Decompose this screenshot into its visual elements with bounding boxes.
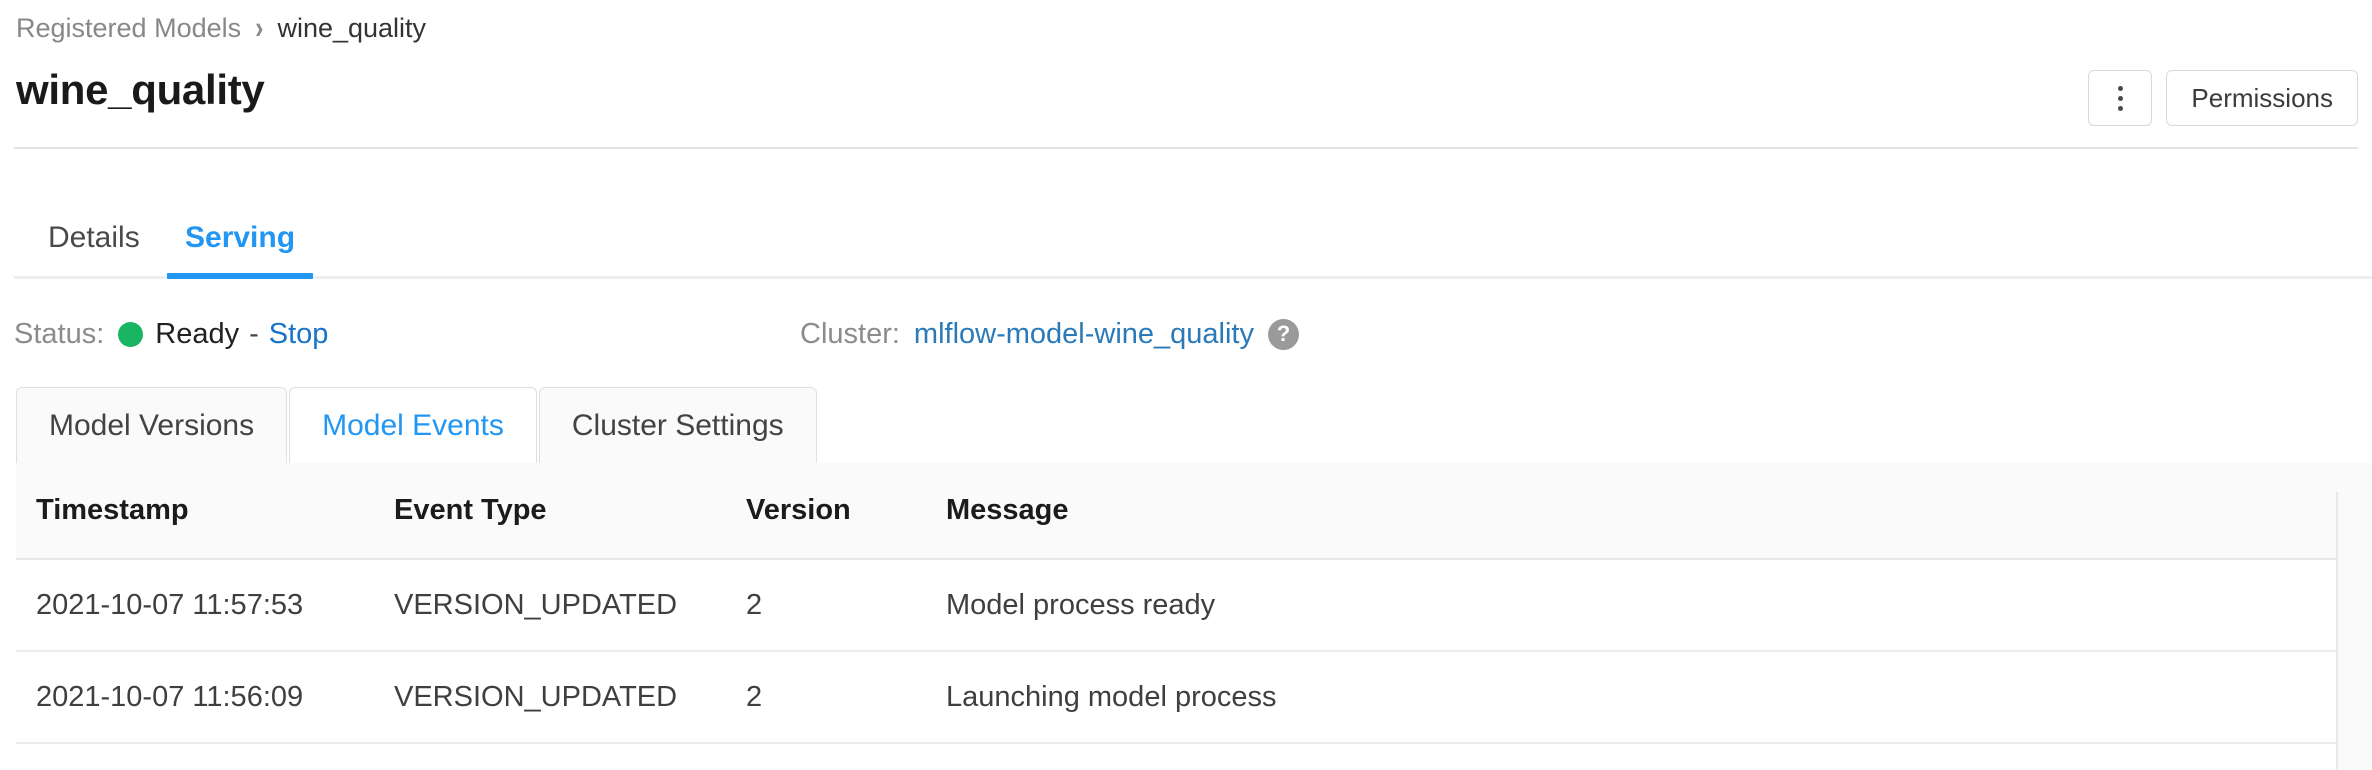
status-label: Status: bbox=[14, 317, 105, 350]
column-header-spacer bbox=[2052, 463, 2372, 560]
subtab-cluster-settings[interactable]: Cluster Settings bbox=[538, 387, 817, 463]
primary-tabs: Details Serving bbox=[0, 196, 2372, 280]
permissions-button[interactable]: Permissions bbox=[2166, 70, 2358, 126]
cell-spacer bbox=[2052, 651, 2372, 744]
column-header-event-type-label: Event Type bbox=[394, 494, 547, 526]
table-header: Timestamp Event Type Version Message bbox=[16, 463, 2372, 560]
stop-link[interactable]: Stop bbox=[268, 317, 329, 350]
subtab-model-versions[interactable]: Model Versions bbox=[16, 387, 288, 463]
cell-event-type: VERSION_UPDATED bbox=[374, 559, 726, 652]
cell-message: Model process ready bbox=[926, 559, 2052, 652]
column-header-event-type[interactable]: Event Type bbox=[374, 463, 726, 560]
tabs-rule bbox=[14, 276, 2372, 279]
subtab-cluster-settings-label: Cluster Settings bbox=[571, 408, 784, 442]
cell-timestamp: 2021-10-07 11:57:53 bbox=[16, 559, 374, 652]
column-header-message[interactable]: Message bbox=[926, 463, 2052, 560]
cell-event-type: VERSION_UPDATED bbox=[374, 651, 726, 744]
status-separator: - bbox=[249, 317, 259, 350]
tab-details-label: Details bbox=[48, 220, 140, 254]
status-block: Status: Ready - Stop bbox=[14, 312, 328, 356]
column-header-version[interactable]: Version bbox=[726, 463, 926, 560]
title-row: wine_quality Permissions bbox=[0, 58, 2372, 136]
tab-active-underline bbox=[167, 273, 314, 279]
table-row[interactable]: 2021-10-07 11:56:09 VERSION_UPDATED 2 La… bbox=[16, 651, 2372, 744]
tab-serving[interactable]: Serving bbox=[167, 196, 314, 279]
column-header-message-label: Message bbox=[946, 494, 1069, 526]
subtab-model-events-label: Model Events bbox=[322, 408, 504, 442]
cell-version: 2 bbox=[726, 651, 926, 744]
kebab-menu-icon bbox=[2117, 84, 2123, 112]
breadcrumb: Registered Models › wine_quality bbox=[16, 10, 426, 46]
cell-timestamp: 2021-10-07 11:56:09 bbox=[16, 651, 374, 744]
cell-event-type-text: VERSION_UPDATED bbox=[394, 588, 678, 621]
cell-version-text: 2 bbox=[746, 680, 763, 713]
cluster-label: Cluster: bbox=[800, 317, 900, 350]
cell-timestamp-text: 2021-10-07 11:56:09 bbox=[36, 680, 304, 713]
cell-message-text: Launching model process bbox=[946, 680, 1277, 713]
status-indicator-dot bbox=[118, 321, 144, 347]
overflow-menu-button[interactable] bbox=[2088, 70, 2153, 126]
column-header-timestamp[interactable]: Timestamp bbox=[16, 463, 374, 560]
serving-subtabs: Model Versions Model Events Cluster Sett… bbox=[16, 387, 819, 463]
cell-version-text: 2 bbox=[746, 588, 763, 621]
table-body: 2021-10-07 11:57:53 VERSION_UPDATED 2 Mo… bbox=[16, 559, 2372, 744]
table-row[interactable]: 2021-10-07 11:57:53 VERSION_UPDATED 2 Mo… bbox=[16, 559, 2372, 652]
cell-event-type-text: VERSION_UPDATED bbox=[394, 680, 678, 713]
status-value: Ready bbox=[155, 317, 240, 350]
model-events-table: Timestamp Event Type Version Message 202… bbox=[16, 463, 2372, 770]
chevron-right-icon: › bbox=[255, 10, 264, 46]
header-actions: Permissions bbox=[2088, 70, 2358, 126]
tab-serving-label: Serving bbox=[185, 220, 296, 254]
cell-spacer bbox=[2052, 559, 2372, 652]
cluster-block: Cluster: mlflow-model-wine_quality ? bbox=[800, 312, 1299, 356]
status-row: Status: Ready - Stop Cluster: mlflow-mod… bbox=[0, 312, 2372, 356]
page-title: wine_quality bbox=[16, 66, 265, 113]
tab-details[interactable]: Details bbox=[48, 196, 140, 279]
cell-message-text: Model process ready bbox=[946, 588, 1216, 621]
breadcrumb-current: wine_quality bbox=[277, 13, 427, 43]
breadcrumb-registered-models[interactable]: Registered Models bbox=[16, 13, 242, 43]
cell-version: 2 bbox=[726, 559, 926, 652]
column-header-version-label: Version bbox=[746, 494, 851, 526]
cell-timestamp-text: 2021-10-07 11:57:53 bbox=[36, 588, 304, 621]
table-vertical-scrollbar[interactable] bbox=[2336, 492, 2372, 770]
subtab-model-versions-label: Model Versions bbox=[49, 408, 255, 442]
header-divider bbox=[14, 147, 2358, 149]
subtab-model-events[interactable]: Model Events bbox=[289, 387, 537, 463]
events-table: Timestamp Event Type Version Message 202… bbox=[16, 463, 2372, 744]
table-header-row: Timestamp Event Type Version Message bbox=[16, 463, 2372, 560]
help-icon[interactable]: ? bbox=[1268, 318, 1299, 350]
cell-message: Launching model process bbox=[926, 651, 2052, 744]
column-header-timestamp-label: Timestamp bbox=[36, 494, 189, 526]
cluster-link[interactable]: mlflow-model-wine_quality bbox=[913, 317, 1254, 350]
